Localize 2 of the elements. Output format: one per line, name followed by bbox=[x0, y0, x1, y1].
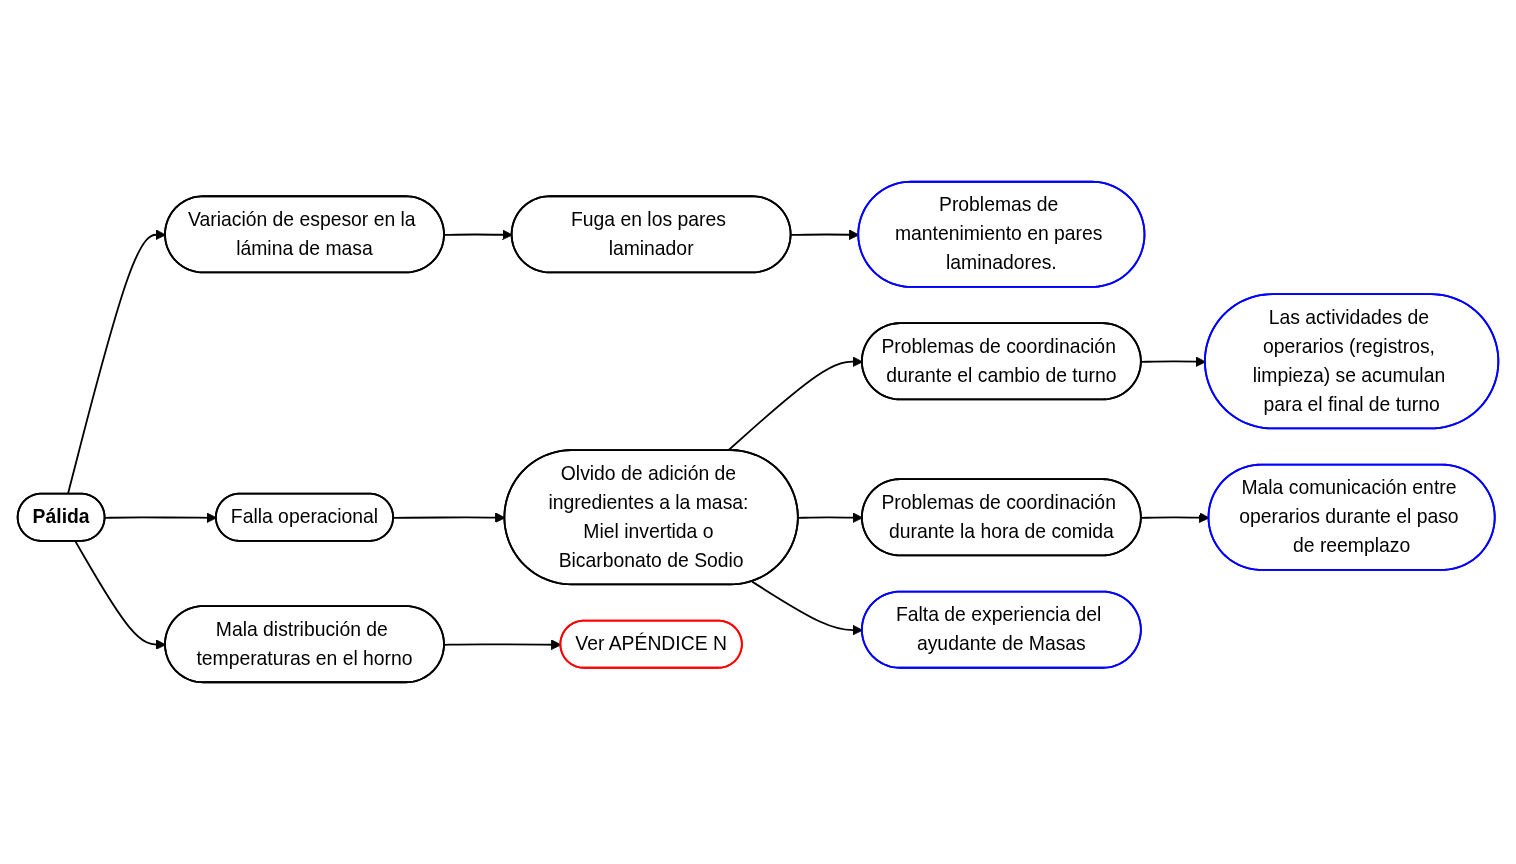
arrow bbox=[104, 512, 217, 524]
arrow bbox=[1140, 356, 1206, 367]
